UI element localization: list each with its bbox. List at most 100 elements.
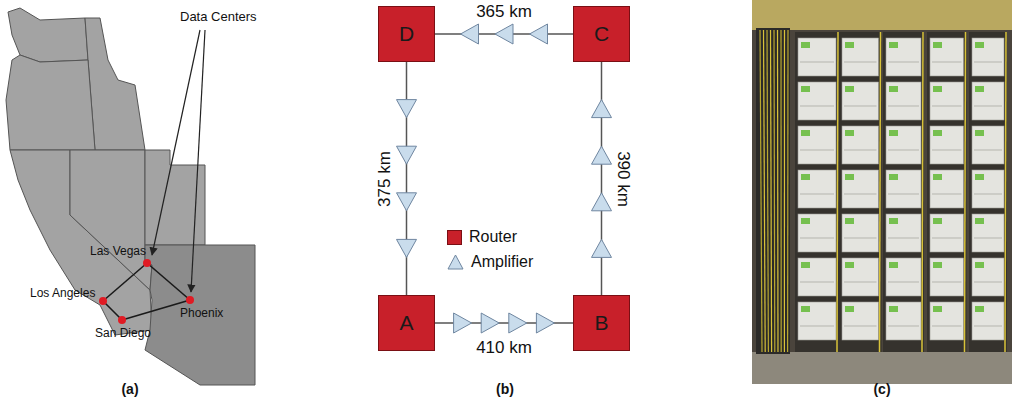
city-dot (143, 259, 151, 267)
amplifier-triangle (536, 313, 554, 333)
server-slot (932, 194, 962, 195)
server-tag (845, 86, 854, 92)
server-unit (886, 214, 921, 252)
amplifier-triangle (592, 193, 612, 211)
cable (780, 30, 781, 352)
legend-row: Amplifier (447, 253, 533, 271)
server-slot (844, 62, 877, 63)
amplifier-triangle (530, 24, 548, 44)
server-tag (845, 218, 854, 224)
amplifier-triangle (592, 239, 612, 257)
server-tag (801, 86, 810, 92)
server-unit (930, 214, 964, 252)
server-slot (800, 282, 834, 283)
server-slot (888, 194, 919, 195)
rack-frame (839, 32, 882, 352)
state-arizona (145, 245, 255, 385)
amplifier-triangle (481, 313, 499, 333)
server-slot (932, 282, 962, 283)
server-slot (844, 326, 877, 327)
router-letter: C (594, 22, 609, 45)
server-tag (975, 86, 984, 92)
server-tag (801, 42, 810, 48)
amplifier-triangle (397, 146, 417, 164)
cable (764, 30, 766, 352)
server-slot (974, 238, 1002, 239)
server-slot (888, 106, 919, 107)
server-unit (842, 82, 879, 120)
server-slot (888, 150, 919, 151)
leader-arrow (191, 30, 205, 292)
server-unit (842, 258, 879, 296)
city-label: San Diego (95, 327, 151, 341)
rack-frame (969, 32, 1007, 352)
router-box: A (378, 295, 435, 351)
city-dot (186, 296, 194, 304)
cable (965, 32, 966, 352)
link-line (147, 263, 190, 300)
server-unit (930, 38, 964, 76)
server-slot (800, 150, 834, 151)
floor (752, 352, 1012, 384)
server-unit (972, 38, 1004, 76)
server-tag (889, 130, 898, 136)
server-tag (933, 42, 942, 48)
server-tag (889, 174, 898, 180)
server-slot (888, 238, 919, 239)
cable (837, 32, 838, 352)
city-dot (118, 316, 126, 324)
amplifier-triangle (592, 146, 612, 164)
server-unit (886, 38, 921, 76)
server-slot (888, 326, 919, 327)
server-unit (886, 82, 921, 120)
server-unit (930, 258, 964, 296)
router-letter: B (594, 311, 608, 334)
distance-label: 375 km (375, 149, 395, 209)
server-unit (972, 258, 1004, 296)
server-tag (801, 174, 810, 180)
link-line (103, 263, 147, 301)
server-slot (844, 282, 877, 283)
city-label: Las Vegas (90, 245, 146, 259)
server-slot (844, 150, 877, 151)
server-slot (800, 194, 834, 195)
amplifier-triangle (397, 193, 417, 211)
server-tag (975, 130, 984, 136)
amplifier-triangle (509, 313, 527, 333)
amplifier-triangle (461, 24, 479, 44)
amplifier-triangle (397, 100, 417, 118)
server-tag (845, 130, 854, 136)
server-unit (798, 38, 836, 76)
distance-label: 365 km (474, 2, 534, 22)
cable (777, 30, 779, 352)
amplifier-triangle (397, 239, 417, 257)
link-line (103, 301, 122, 320)
server-tag (975, 174, 984, 180)
server-slot (974, 62, 1002, 63)
router-box: C (573, 6, 630, 62)
legend-row: Router (447, 228, 517, 246)
server-slot (932, 150, 962, 151)
cable (922, 32, 923, 352)
side-rack (756, 28, 790, 354)
server-unit (930, 302, 964, 340)
state-washington (8, 8, 88, 62)
legend-shape (447, 254, 464, 270)
router-box: B (573, 295, 630, 351)
server-unit (842, 126, 879, 164)
server-slot (974, 106, 1002, 107)
server-tag (933, 306, 942, 312)
server-unit (930, 82, 964, 120)
server-unit (886, 302, 921, 340)
server-tag (845, 306, 854, 312)
server-slot (844, 194, 877, 195)
server-slot (974, 326, 1002, 327)
server-tag (801, 262, 810, 268)
server-slot (844, 238, 877, 239)
server-tag (975, 262, 984, 268)
fiber-link (406, 62, 408, 295)
cable (787, 30, 789, 352)
server-slot (800, 62, 834, 63)
cable (880, 32, 881, 352)
server-unit (798, 126, 836, 164)
